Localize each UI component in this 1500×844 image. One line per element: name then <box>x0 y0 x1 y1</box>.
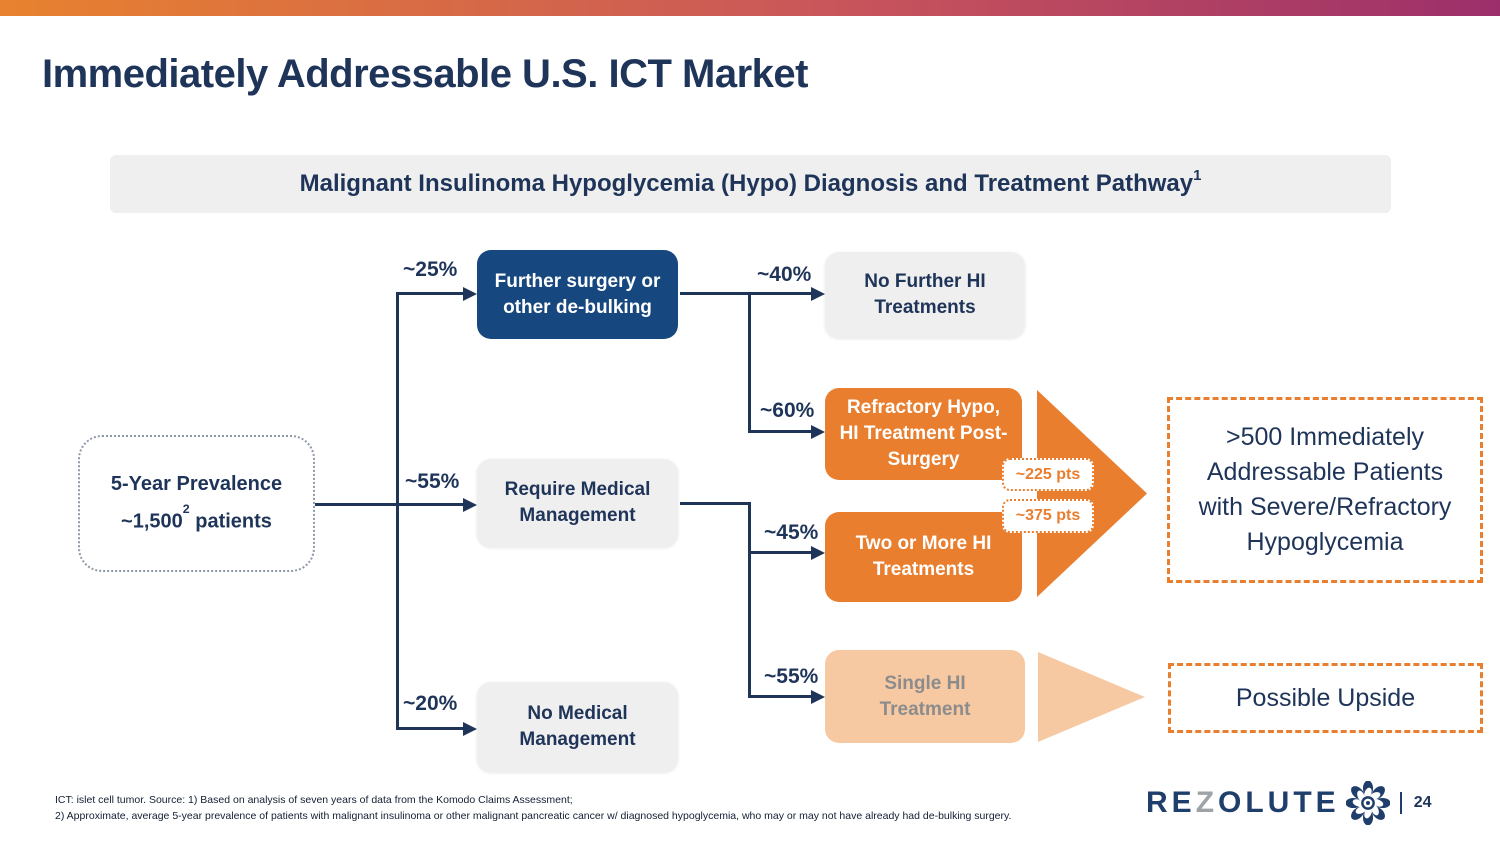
badge-375-pts: ~375 pts <box>1002 499 1094 533</box>
connector-branch-refractory <box>748 430 812 433</box>
prevalence-box: 5-Year Prevalence ~1,5002 patients <box>78 435 315 572</box>
outcome-line: Addressable Patients <box>1206 458 1444 486</box>
pathway-banner-text: Malignant Insulinoma Hypoglycemia (Hypo)… <box>299 170 1194 197</box>
outcome-line: with Severe/Refractory <box>1198 493 1452 521</box>
rezolute-wordmark: REZOLUTE <box>1146 786 1340 820</box>
node-line: Further surgery or <box>494 270 661 292</box>
node-line: Two or More HI <box>855 533 992 554</box>
connector-branch-no-medical <box>396 727 464 730</box>
node-line: Surgery <box>887 449 960 470</box>
node-line: Management <box>519 505 636 526</box>
wordmark-pre: RE <box>1146 786 1196 819</box>
node-line: No Medical <box>527 703 628 724</box>
prevalence-suffix: patients <box>189 510 272 533</box>
node-line: Treatment <box>879 698 971 720</box>
node-line: Require Medical <box>504 479 651 500</box>
prevalence-value: ~1,500 <box>121 510 183 533</box>
connector-branch-single <box>748 695 812 698</box>
prevalence-title: 5-Year Prevalence <box>110 473 283 496</box>
node-single-hi: Single HI Treatment <box>825 650 1025 743</box>
pct-medical: ~55% <box>405 470 460 493</box>
badge-225-pts: ~225 pts <box>1002 458 1094 491</box>
connector-prevalence-to-trunk <box>315 503 399 506</box>
footnotes: ICT: islet cell tumor. Source: 1) Based … <box>55 793 1011 824</box>
arrowhead-single <box>811 689 825 704</box>
pathway-banner: Malignant Insulinoma Hypoglycemia (Hypo)… <box>110 155 1391 213</box>
outcome-line: Hypoglycemia <box>1246 528 1404 556</box>
outcome-line: >500 Immediately <box>1225 423 1425 451</box>
footnote-1: ICT: islet cell tumor. Source: 1) Based … <box>55 794 573 806</box>
pct-no-further: ~40% <box>757 263 812 286</box>
node-line: Management <box>519 729 636 750</box>
addressable-patients-box: >500 Immediately Addressable Patients wi… <box>1167 397 1483 583</box>
footnote-2: 2) Approximate, average 5-year prevalenc… <box>55 809 1012 822</box>
connector-branch-two-or-more <box>748 551 812 554</box>
arrowhead-refractory <box>811 424 825 439</box>
wordmark-z: Z <box>1195 786 1219 819</box>
banner-footnote-ref: 1 <box>1193 167 1202 184</box>
rezolute-logo: REZOLUTE <box>1146 781 1431 825</box>
pct-refractory: ~60% <box>760 399 815 422</box>
node-line: Treatments <box>872 559 975 580</box>
node-line: other de-bulking <box>503 296 652 318</box>
node-further-surgery: Further surgery or other de-bulking <box>477 250 678 339</box>
node-two-or-more-hi: Two or More HI Treatments <box>825 512 1022 602</box>
connector-surgery-out <box>680 292 812 295</box>
page-title: Immediately Addressable U.S. ICT Market <box>42 52 808 96</box>
connector-medical-out <box>680 502 751 505</box>
pct-two-or-more: ~45% <box>764 521 819 544</box>
connector-branch-surgery <box>396 292 464 295</box>
connector-surgery-trunk <box>748 292 751 433</box>
upside-arrow <box>1038 652 1145 742</box>
node-line: Treatments <box>874 297 976 318</box>
arrowhead-no-medical <box>463 721 477 736</box>
node-line: HI Treatment Post- <box>839 423 1008 444</box>
connector-branch-medical <box>399 503 464 506</box>
prevalence-value-line: ~1,5002 patients <box>121 502 272 534</box>
wordmark-post: OLUTE <box>1218 786 1340 819</box>
arrowhead-medical <box>463 497 477 512</box>
pct-single: ~55% <box>764 665 819 688</box>
node-no-medical: No Medical Management <box>477 682 678 772</box>
rezolute-flower-icon <box>1345 781 1390 825</box>
pct-surgery: ~25% <box>403 258 458 281</box>
connector-left-trunk <box>396 292 399 730</box>
arrowhead-surgery <box>463 286 477 301</box>
node-line: No Further HI <box>864 271 986 292</box>
top-gradient-bar <box>0 0 1500 16</box>
prevalence-footnote-ref: 2 <box>182 502 190 517</box>
connector-medical-trunk <box>748 502 751 698</box>
node-require-medical: Require Medical Management <box>477 459 678 547</box>
page-number: 24 <box>1413 794 1432 811</box>
node-no-further-hi: No Further HI Treatments <box>825 252 1025 338</box>
logo-separator <box>1399 792 1402 814</box>
possible-upside-box: Possible Upside <box>1168 663 1483 733</box>
pct-no-medical: ~20% <box>403 692 458 715</box>
node-line: Single HI <box>884 672 966 694</box>
addressable-arrow <box>1037 390 1147 597</box>
arrowhead-two-or-more <box>811 545 825 560</box>
arrowhead-no-further <box>811 286 825 301</box>
node-line: Refractory Hypo, <box>846 397 1001 418</box>
node-refractory-hypo: Refractory Hypo, HI Treatment Post- Surg… <box>825 388 1022 480</box>
